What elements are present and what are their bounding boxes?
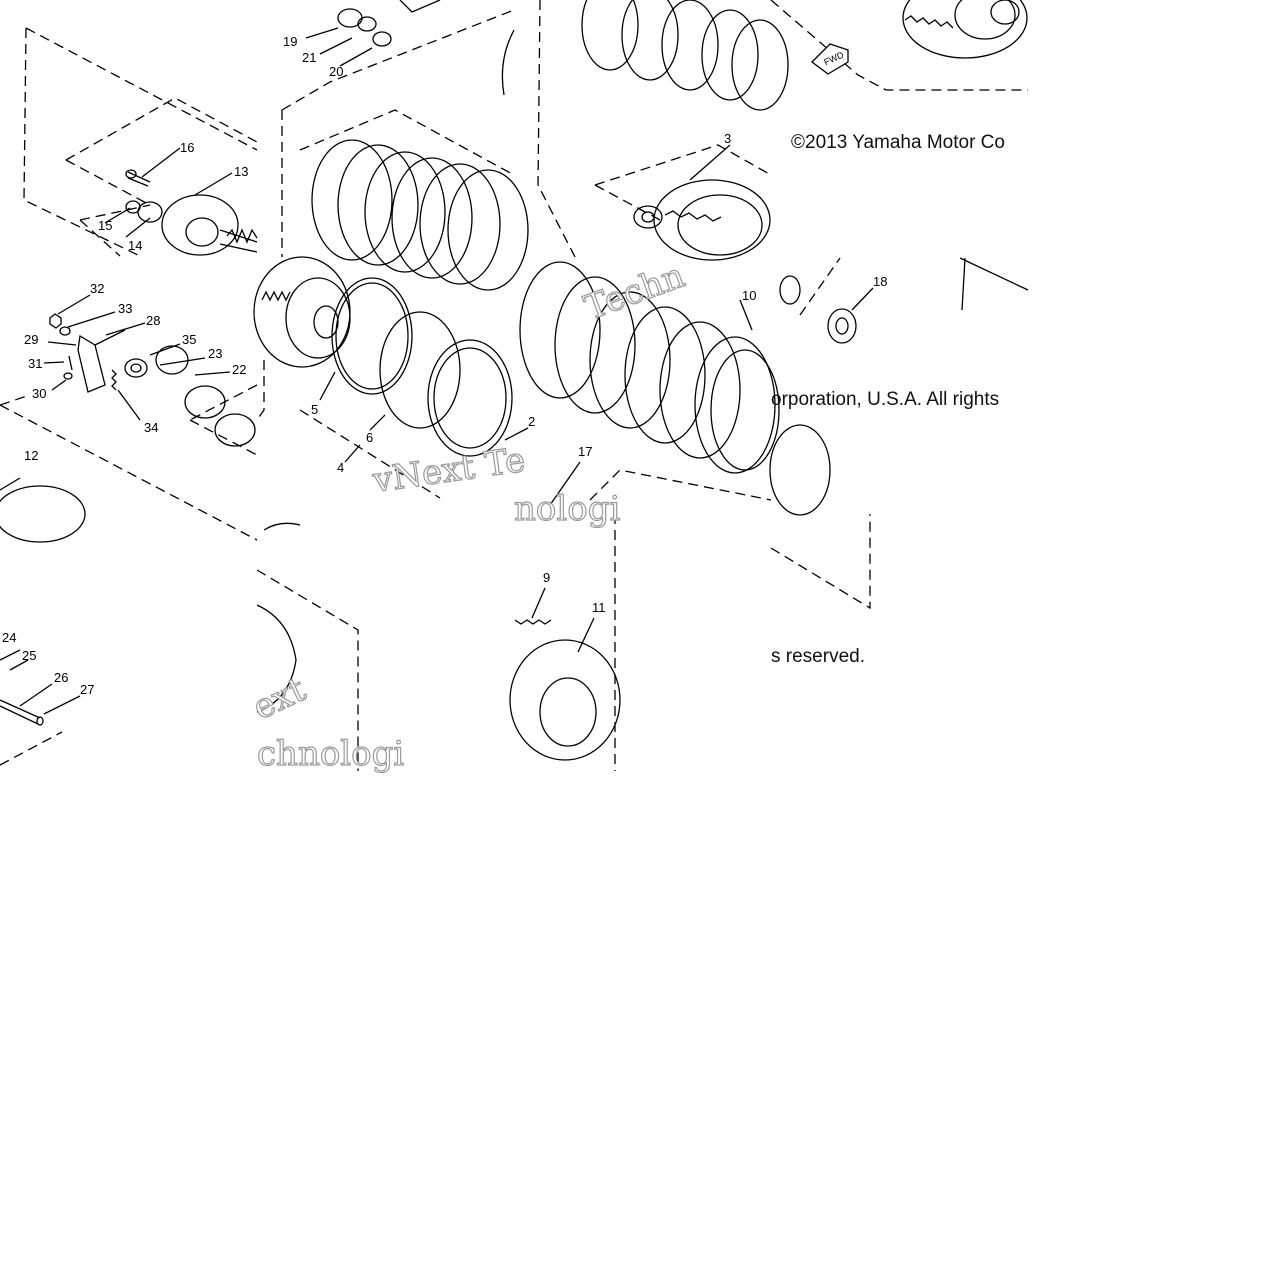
callout-3: 3 [724, 131, 731, 146]
tile-pressure-plate: 16 13 15 14 [23, 27, 258, 257]
callout-19: 19 [283, 34, 297, 49]
watermark-c: ext [247, 669, 312, 728]
watermark-d: chnologi [257, 734, 404, 774]
callout-10: 10 [742, 288, 756, 303]
callout-24: 24 [2, 630, 16, 645]
watermark-e: nologi [514, 489, 620, 529]
friction-plate-stack-top [581, 0, 789, 111]
push-rod-part [0, 699, 44, 726]
callout-30: 30 [32, 386, 46, 401]
callout-12: 12 [24, 448, 38, 463]
callout-6: 6 [366, 430, 373, 445]
callout-33: 33 [118, 301, 132, 316]
steel-plate-4 [427, 339, 513, 457]
tile-release-mechanism: 32 33 28 29 35 31 23 22 30 34 12 [0, 281, 258, 543]
callout-11: 11 [592, 600, 606, 615]
callout-28: 28 [146, 313, 160, 328]
callout-27: 27 [80, 682, 94, 697]
clutch-housing-part [653, 179, 771, 261]
fwd-arrow: FWD [811, 43, 849, 75]
copyright-line-1: ©2013 Yamaha Motor Co [791, 132, 1005, 153]
callout-32: 32 [90, 281, 104, 296]
callout-16: 16 [180, 140, 194, 155]
watermark-b: Techn [579, 256, 689, 329]
callout-4: 4 [337, 460, 344, 475]
pressure-plate-part [125, 169, 258, 256]
callout-17: 17 [578, 444, 592, 459]
watermark-a: vNext Te [370, 440, 528, 501]
tile-friction-plates-upper: 19 21 20 [281, 0, 529, 291]
callout-9: 9 [543, 570, 550, 585]
callout-25: 25 [22, 648, 36, 663]
callout-29: 29 [24, 332, 38, 347]
tile-driven-gear: 9 11 nologi [509, 488, 621, 771]
tile-friction-plates-middle: 17 10 Techn [519, 255, 780, 506]
tile-washer-copyright: 18 orporation, U.S.A. All rights [769, 257, 1029, 516]
friction-plate-stack-middle [519, 261, 780, 474]
tile-clutch-housing: 3 [537, 0, 789, 261]
release-lever-part [49, 313, 256, 447]
tile-copyright-primary-gear: FWD ©2013 Yamaha Motor Co [770, 0, 1028, 153]
callout-18: 18 [873, 274, 887, 289]
callout-26: 26 [54, 670, 68, 685]
callout-31: 31 [28, 356, 42, 371]
callout-21: 21 [302, 50, 316, 65]
tile-push-rod: 24 25 26 27 [0, 630, 94, 766]
primary-gear-part [902, 0, 1028, 59]
tile-clutch-boss-rings: 5 6 4 2 vNext Te [253, 256, 535, 502]
ring-6 [379, 311, 461, 429]
callout-22: 22 [232, 362, 246, 377]
clutch-boss-part [253, 256, 351, 368]
driven-gear-part [509, 619, 621, 761]
copyright-line-3: s reserved. [771, 646, 865, 667]
callout-5: 5 [311, 402, 318, 417]
wire-circlip-5 [331, 277, 413, 395]
callout-20: 20 [329, 64, 343, 79]
washer-18 [827, 308, 857, 344]
copyright-line-2: orporation, U.S.A. All rights [771, 389, 999, 410]
callout-2: 2 [528, 414, 535, 429]
tile-frame-end: s reserved. [770, 514, 871, 667]
callout-13: 13 [234, 164, 248, 179]
callout-35: 35 [182, 332, 196, 347]
friction-plate-stack-upper [311, 139, 529, 291]
callout-34: 34 [144, 420, 158, 435]
callout-23: 23 [208, 346, 222, 361]
tile-circlip: ext chnologi [246, 522, 405, 775]
callout-14: 14 [128, 238, 142, 253]
circlip-part [256, 604, 297, 713]
callout-15: 15 [98, 218, 112, 233]
